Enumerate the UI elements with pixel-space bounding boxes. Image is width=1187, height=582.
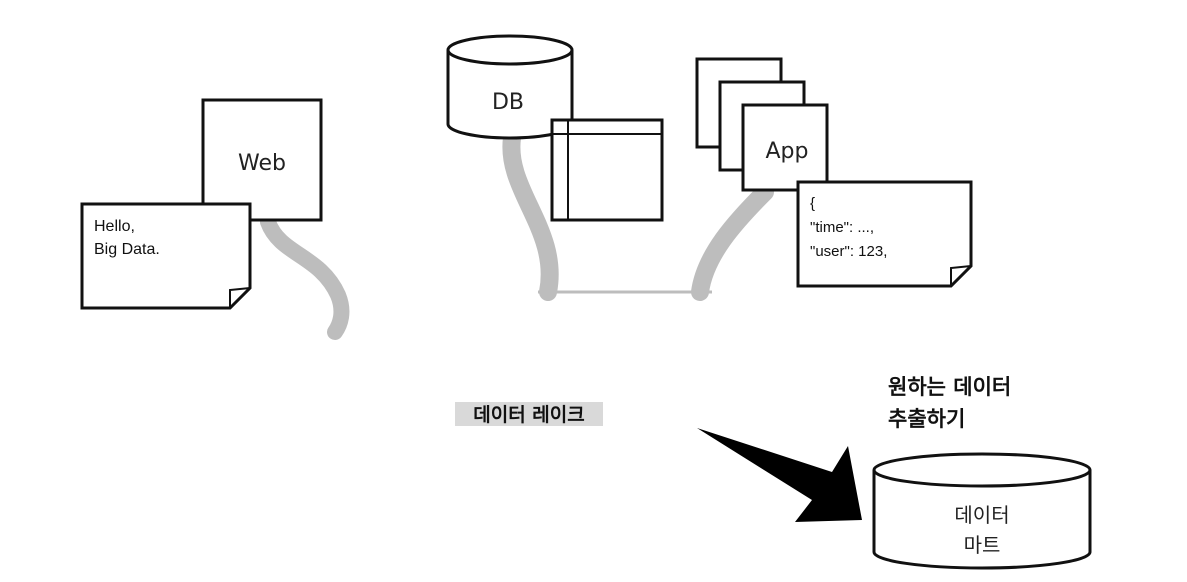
extract-caption: 원하는 데이터 추출하기: [888, 375, 1011, 431]
data-lake-label-highlight: [455, 402, 603, 426]
app-json-line-1: {: [810, 195, 815, 212]
extract-arrow: [697, 428, 862, 522]
web-label: Web: [238, 151, 286, 176]
db-table-box: [550, 118, 664, 222]
extract-caption-line-1: 원하는 데이터: [888, 375, 1011, 399]
app-json-line-2: "time": ...,: [810, 219, 874, 236]
web-document: [80, 202, 252, 310]
data-lake: 데이터 레이크: [455, 402, 603, 426]
data-mart-label-line-1: 데이터: [954, 503, 1009, 527]
web-source: Web Hello, Big Data.: [80, 98, 323, 310]
db-label: DB: [492, 90, 524, 115]
data-mart-cylinder-top: [872, 452, 1092, 488]
data-mart-cylinder-body: [872, 470, 1092, 570]
app-json-line-3: "user": 123,: [810, 243, 887, 260]
extract-caption-line-2: 추출하기: [888, 407, 965, 431]
web-document-line-2: Big Data.: [94, 241, 160, 258]
app-label: App: [766, 139, 809, 164]
data-mart-label-line-2: 마트: [964, 533, 1001, 557]
web-document-line-1: Hello,: [94, 218, 135, 235]
app-page-front: [741, 103, 829, 192]
db-cylinder-top: [446, 34, 574, 66]
app-source: App { "time": ..., "user": 123,: [695, 57, 973, 288]
data-mart: 데이터 마트: [872, 452, 1092, 570]
data-lake-label: 데이터 레이크: [473, 404, 585, 426]
db-source: DB: [446, 34, 664, 222]
flow-streams: [260, 129, 774, 340]
db-flow-stream: [502, 129, 559, 301]
app-flow-stream: [691, 183, 774, 301]
web-document-fold: [229, 287, 251, 308]
app-json-document: [796, 180, 973, 288]
web-page-box: [201, 98, 323, 222]
app-json-document-fold: [950, 265, 972, 286]
web-flow-stream: [260, 214, 350, 340]
